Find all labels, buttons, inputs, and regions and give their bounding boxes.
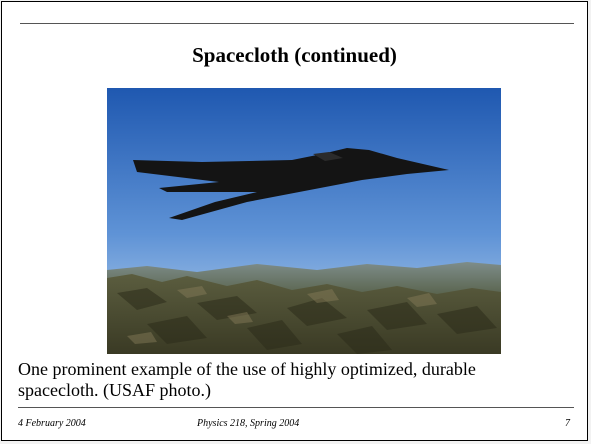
footer-page-number: 7	[565, 418, 570, 429]
terrain-highlights	[127, 286, 437, 344]
footer-date: 4 February 2004	[18, 418, 86, 429]
aircraft-photo	[107, 88, 501, 354]
aircraft-silhouette	[133, 148, 449, 220]
slide-title: Spacecloth (continued)	[192, 43, 397, 67]
terrain-texture	[117, 288, 497, 354]
bottom-divider	[18, 407, 574, 408]
footer-course: Physics 218, Spring 2004	[197, 418, 300, 429]
slide-caption: One prominent example of the use of high…	[18, 359, 476, 400]
top-divider	[20, 23, 574, 24]
